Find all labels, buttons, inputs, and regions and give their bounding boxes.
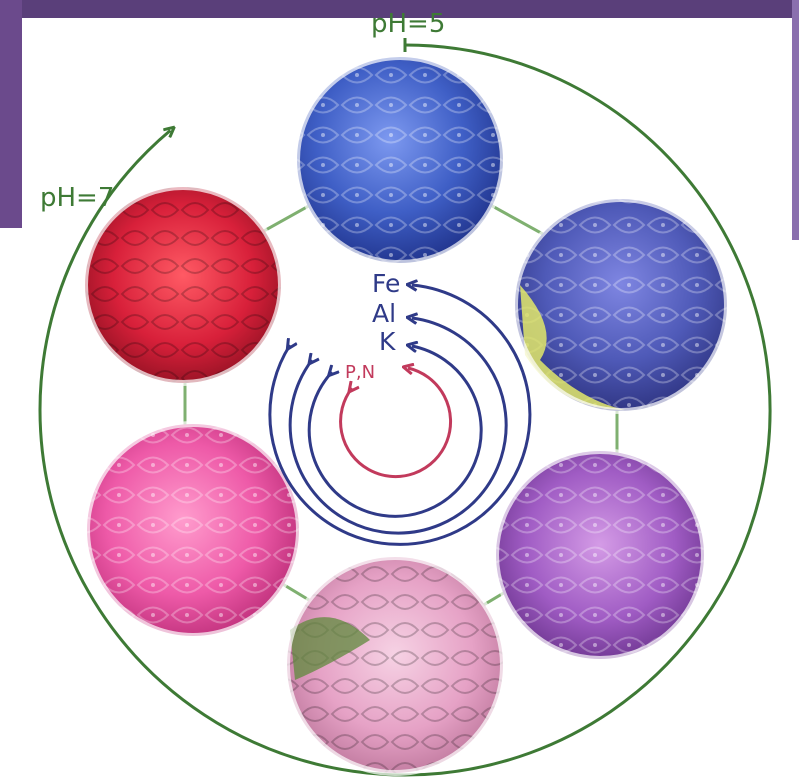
label-fe: Fe — [372, 269, 400, 298]
uptake-arcs — [270, 285, 530, 544]
flower-blue — [297, 57, 503, 263]
flower-pink — [87, 424, 299, 636]
arc-pn — [341, 368, 451, 477]
label-ph-5: pH=5 — [371, 9, 445, 39]
flower-blue-violet — [515, 199, 727, 411]
flower-red — [85, 187, 281, 383]
background-photo-left — [0, 0, 22, 228]
arc-fe — [270, 285, 530, 544]
label-al: Al — [372, 299, 396, 328]
background-photo-right — [792, 0, 799, 240]
label-ph-7: pH=7 — [40, 183, 114, 213]
flower-purple — [496, 451, 704, 659]
label-pn: P,N — [345, 362, 375, 383]
arc-al — [290, 318, 506, 533]
label-k: K — [379, 327, 396, 356]
arc-k — [309, 346, 481, 516]
flower-light-pink — [287, 557, 503, 773]
